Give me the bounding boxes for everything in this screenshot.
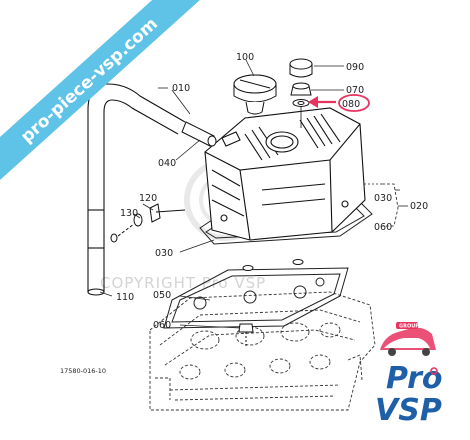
label-080: 080: [342, 99, 360, 110]
label-060-right: 060: [374, 222, 392, 233]
label-020: 020: [410, 201, 428, 212]
label-030-left: 030: [155, 248, 173, 259]
label-090: 090: [346, 62, 364, 73]
hose-clamp-040: [181, 121, 217, 147]
provsp-logo: GROUP Pro VSP: [375, 322, 442, 428]
logo-badge: GROUP: [399, 324, 419, 330]
oil-cap-090: [289, 58, 313, 78]
engine-block: [149, 291, 376, 411]
label-130: 130: [120, 208, 138, 219]
gasket-050: [163, 267, 349, 329]
logo-line1: Pro: [386, 361, 442, 396]
label-060-left: 060: [153, 320, 171, 331]
drawing-reference: 17580-016-10: [60, 367, 106, 375]
washer-080: [292, 99, 310, 107]
nut-060-bottom: [238, 323, 254, 346]
breather-hose-010: [87, 83, 186, 296]
banner-text: pro-piece-vsp.com: [17, 14, 162, 147]
label-030-right: 030: [374, 193, 392, 204]
label-110: 110: [116, 292, 134, 303]
label-010: 010: [172, 83, 190, 94]
filler-cap-100: [233, 74, 277, 115]
bolt-120: [149, 203, 186, 223]
label-100: 100: [236, 52, 254, 63]
watermark-text: COPYRIGHT Pro VSP: [100, 274, 266, 292]
nut-060-top: [242, 259, 304, 271]
washer-130: [110, 213, 143, 243]
leader-lines: [99, 59, 408, 329]
label-120: 120: [139, 193, 157, 204]
valve-cover: [204, 107, 366, 241]
highlight-080: [308, 94, 370, 112]
label-040: 040: [158, 158, 176, 169]
logo-line2: VSP: [375, 393, 442, 428]
label-070: 070: [346, 85, 364, 96]
nut-070: [290, 82, 312, 96]
label-050: 050: [153, 290, 171, 301]
